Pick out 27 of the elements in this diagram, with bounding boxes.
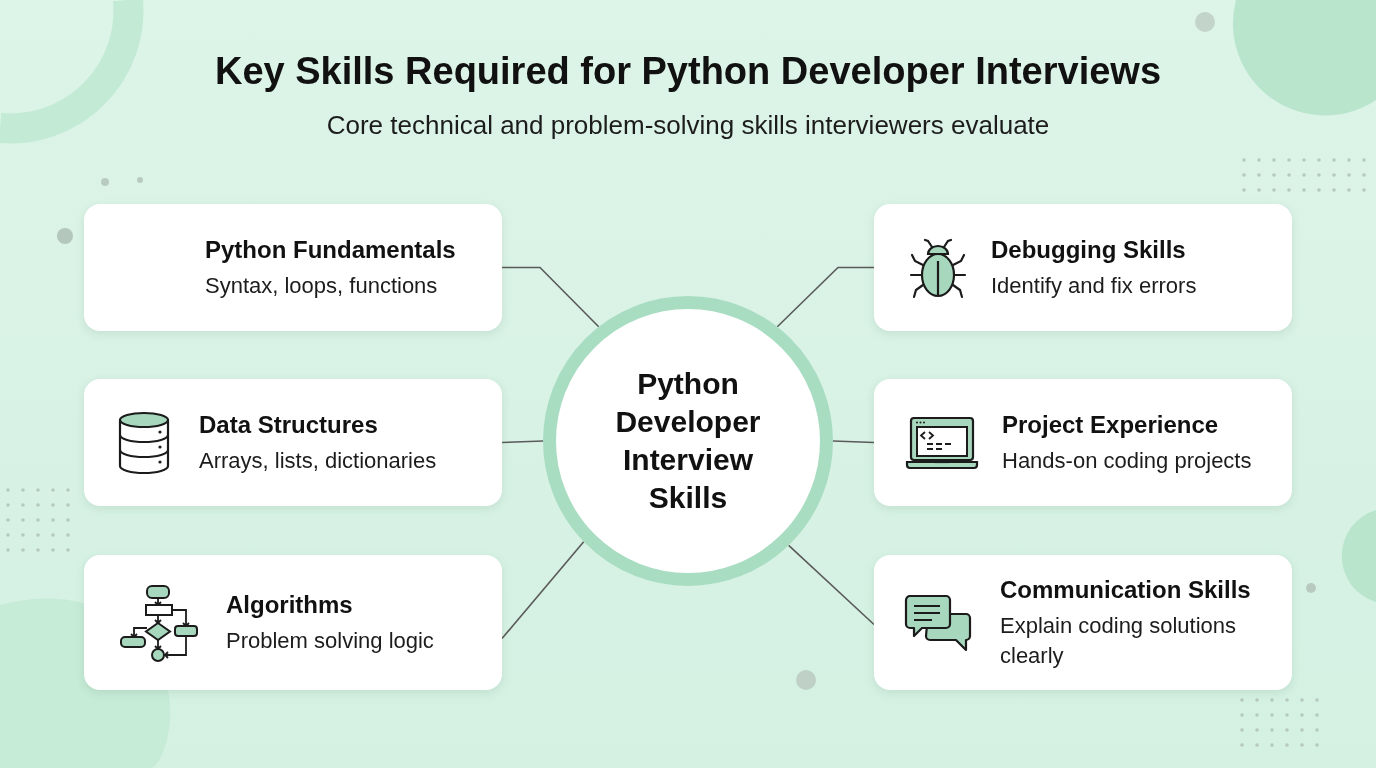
card-title: Communication Skills [1000,574,1252,605]
hub-title: Python Developer Interview Skills [614,366,762,516]
card-title: Debugging Skills [991,234,1187,265]
card-description: Hands-on coding projects [1002,446,1253,475]
connector-line [787,544,875,626]
skill-card [874,555,1292,690]
card-description: Identify and fix errors [991,271,1198,300]
connector-line [776,266,875,328]
card-description: Syntax, loops, functions [205,271,439,300]
connector-line [501,440,544,444]
card-description: Arrays, lists, dictionaries [199,446,438,475]
skill-card [84,379,502,506]
subtitle: Core technical and problem-solving skills interviewers evaluate [326,110,1050,140]
connector-line [832,440,875,444]
skill-card [874,379,1292,506]
card-title: Project Experience [1002,409,1220,440]
skill-card [84,555,502,690]
connector-line [501,266,600,328]
card-description: Explain coding solutions clearly [1000,611,1238,670]
card-title: Algorithms [226,589,354,620]
card-description: Problem solving logic [226,626,435,655]
skill-card [874,204,1292,331]
card-title: Python Fundamentals [205,234,457,265]
card-title: Data Structures [199,409,379,440]
connector-line [501,540,585,640]
title: Key Skills Required for Python Developer Interviews [214,50,1162,92]
skill-card [84,204,502,331]
